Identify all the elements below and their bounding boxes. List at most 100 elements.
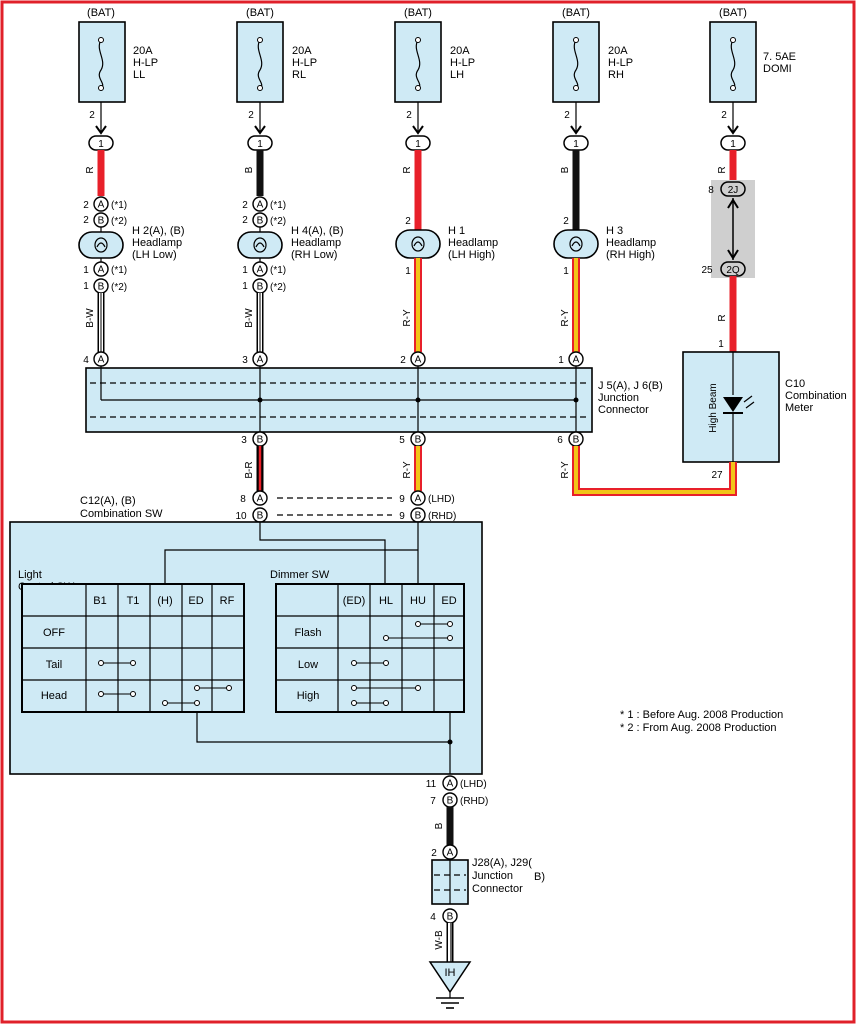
lamp-icon [569,236,583,252]
svg-text:A: A [257,265,264,276]
svg-text:J28(A), J29(: J28(A), J29( [472,857,532,869]
production-notes: * 1 : Before Aug. 2008 Production * 2 : … [620,709,783,734]
svg-text:(LH High): (LH High) [448,249,495,261]
svg-text:(RH Low): (RH Low) [291,249,337,261]
combination-sw-box: Light Control SW B1 T1 (H) ED RF OFF Tai… [9,521,483,775]
svg-text:(*2): (*2) [111,216,127,227]
svg-text:2: 2 [405,216,411,227]
svg-text:A: A [98,355,105,366]
svg-text:B: B [257,282,264,293]
svg-text:10: 10 [235,511,247,522]
svg-text:H-LP: H-LP [133,57,158,69]
svg-text:2Q: 2Q [726,265,740,276]
headlamp-rh-high: 2 H 3 Headlamp (RH High) 1 [553,216,656,277]
svg-text:LH: LH [450,69,464,81]
fuse-h-lp-rl: (BAT) 20A H-LP RL 2 [236,7,317,121]
svg-text:OFF: OFF [43,627,65,639]
svg-text:H-LP: H-LP [450,57,475,69]
svg-text:R: R [717,314,728,321]
svg-text:20A: 20A [292,45,312,57]
svg-text:(BAT): (BAT) [719,7,747,19]
svg-text:8: 8 [708,185,714,196]
lamp-icon [411,236,425,252]
svg-text:R: R [402,166,413,173]
svg-text:(ED): (ED) [343,595,366,607]
svg-text:A: A [415,494,422,505]
fuse-arrows [95,102,739,135]
svg-text:A: A [257,355,264,366]
svg-text:2J: 2J [728,185,739,196]
svg-text:(*1): (*1) [111,265,127,276]
svg-text:Meter: Meter [785,402,813,414]
svg-text:Tail: Tail [46,659,63,671]
svg-text:R-Y: R-Y [402,309,413,327]
svg-text:3: 3 [241,435,247,446]
svg-text:R-Y: R-Y [402,461,413,479]
svg-text:B: B [447,796,454,807]
headlamp-lh-high: 2 H 1 Headlamp (LH High) 1 [395,216,498,277]
svg-text:C10: C10 [785,378,805,390]
svg-text:R-Y: R-Y [560,461,571,479]
fuse-icon [573,39,579,89]
svg-text:H-LP: H-LP [292,57,317,69]
svg-text:High Beam: High Beam [708,383,719,432]
fuse-dome: (BAT) 7. 5AE DOMI 2 [709,7,796,121]
svg-text:Combination SW: Combination SW [80,508,163,520]
svg-text:H 3: H 3 [606,225,623,237]
svg-text:8: 8 [240,494,246,505]
fuse-icon [257,39,263,89]
fuse-h-lp-lh: (BAT) 20A H-LP LH 2 [394,7,475,121]
svg-text:B: B [257,216,264,227]
mid-wire-labels: B-W B-W R-Y R-Y [85,308,571,328]
svg-text:B: B [415,435,422,446]
svg-text:RF: RF [220,595,235,607]
svg-text:IH: IH [445,967,456,979]
svg-text:2: 2 [431,848,437,859]
lamp-icon [94,237,108,253]
svg-text:(*1): (*1) [111,200,127,211]
svg-text:Headlamp: Headlamp [606,237,656,249]
svg-text:(*1): (*1) [270,200,286,211]
svg-text:2: 2 [721,110,727,121]
svg-text:A: A [257,200,264,211]
svg-text:1: 1 [718,339,724,350]
ground-icon [428,961,472,994]
svg-text:(*2): (*2) [270,216,286,227]
svg-text:2: 2 [406,110,412,121]
svg-text:* 1 : Before Aug. 2008 Produc: * 1 : Before Aug. 2008 Production [620,709,783,721]
svg-text:1: 1 [563,266,569,277]
svg-text:2: 2 [563,216,569,227]
svg-text:LL: LL [133,69,145,81]
svg-text:1: 1 [242,265,248,276]
svg-text:(RHD): (RHD) [460,796,488,807]
combination-meter-c10: High Beam C10 Combination Meter 27 [682,351,847,481]
svg-text:7: 7 [430,796,436,807]
svg-text:Low: Low [298,659,318,671]
svg-text:1: 1 [558,355,564,366]
lower-wires: B-R R-Y R-Y [244,446,737,496]
mid-wires [97,258,580,352]
svg-text:B: B [560,166,571,173]
ground-ih: IH [428,961,472,1009]
svg-text:B: B [244,166,255,173]
fuse-h-lp-ll: (BAT) 20A H-LP LL 2 [78,7,158,121]
lamp-icon [253,237,267,253]
svg-text:B: B [257,435,264,446]
svg-text:Head: Head [41,690,67,702]
svg-text:H-LP: H-LP [608,57,633,69]
svg-text:(LHD): (LHD) [460,779,487,790]
svg-text:B: B [257,511,264,522]
svg-text:2: 2 [83,200,89,211]
upper-wires [97,150,737,230]
svg-text:High: High [297,690,320,702]
svg-text:A: A [447,848,454,859]
svg-text:2: 2 [564,110,570,121]
svg-text:B: B [573,435,580,446]
svg-text:(*2): (*2) [270,282,286,293]
combination-sw-pins: C12(A), (B) Combination SW 8 A 10 B 9 A … [80,490,456,523]
svg-text:1: 1 [415,139,421,150]
svg-text:Junction: Junction [472,870,513,882]
svg-text:Headlamp: Headlamp [132,237,182,249]
